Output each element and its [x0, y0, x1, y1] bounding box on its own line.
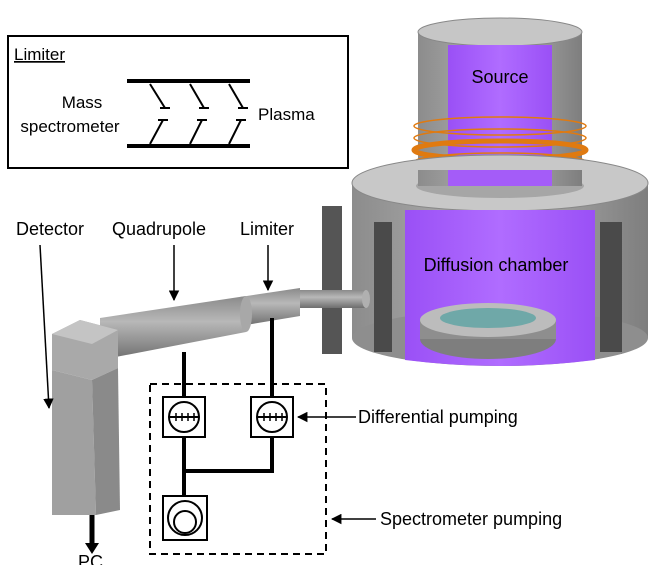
source-tube-top [417, 17, 583, 47]
limiter-probe [290, 290, 366, 308]
spectrometer-pumping-box [149, 383, 327, 555]
spectrometer-pumping-label: Spectrometer pumping [380, 509, 562, 529]
source-label: Source [471, 67, 528, 87]
detector-body [52, 370, 96, 515]
limiter-housing [240, 288, 300, 326]
quadrupole-flange [240, 296, 252, 332]
limiter-slits [149, 83, 248, 145]
diffusion-label: Diffusion chamber [424, 255, 569, 275]
pc-arrowhead [85, 543, 99, 554]
rotary-pump [162, 495, 208, 541]
right-magnet [600, 222, 622, 352]
detector-elbow-top [52, 320, 118, 344]
inset-spectrometer-label: spectrometer [20, 117, 120, 136]
inset-plasma-label: Plasma [258, 105, 315, 124]
substrate [440, 308, 536, 328]
turbo-pump-left [162, 396, 206, 438]
left-magnet-outer [322, 206, 342, 354]
detector-body-side [92, 368, 120, 515]
limiter-probe-tip [362, 290, 370, 308]
limiter-label: Limiter [240, 219, 294, 239]
left-magnet [374, 222, 392, 352]
turbo-pump-right [250, 396, 294, 438]
inset-title: Limiter [14, 45, 65, 64]
differential-pumping-label: Differential pumping [358, 407, 518, 427]
detector-arrow [39, 244, 54, 410]
quadrupole-label: Quadrupole [112, 219, 206, 239]
limiter-inset: Limiter Mass spectrometer Plasma [7, 35, 349, 169]
quadrupole-body [100, 296, 246, 360]
source-plasma-lower [448, 170, 552, 186]
pc-label: PC [78, 552, 103, 565]
mass-spectrometer [52, 288, 370, 515]
detector-label: Detector [16, 219, 84, 239]
diffusion-chamber: Diffusion chamber [322, 154, 649, 366]
inset-mass-label: Mass [62, 93, 103, 112]
